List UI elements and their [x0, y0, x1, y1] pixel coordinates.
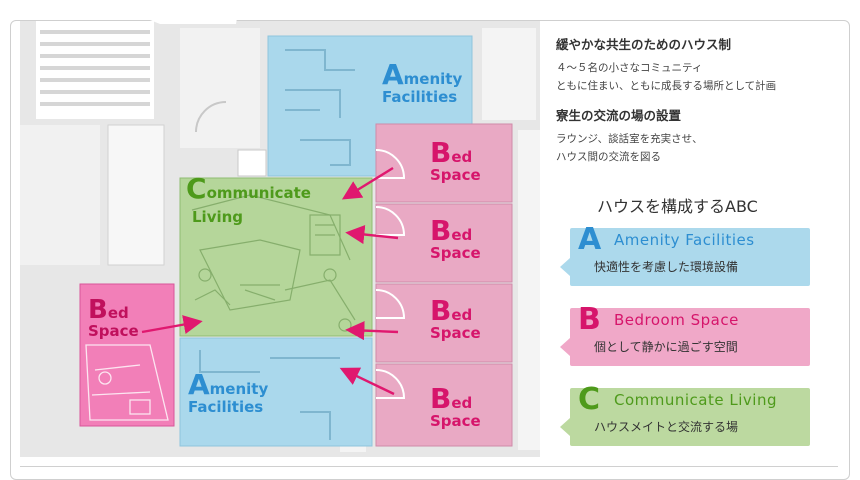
arrow-bed3 [345, 321, 399, 341]
section2-line1: ラウンジ、談話室を充実させ、 [556, 133, 703, 145]
zone-amenity-bottom [179, 337, 373, 447]
section1-line2: ともに住まい、ともに成長する場所として計画 [556, 80, 777, 92]
label-bed-4: Bed [430, 382, 472, 415]
abc-title: ハウスを構成するABC [597, 197, 758, 216]
flow-arrows [141, 166, 399, 396]
door-swing [195, 101, 227, 133]
right-column-top [482, 28, 536, 120]
card-bedroom: B Bedroom Space 個として静かに過ごす空間 [560, 302, 810, 366]
label-bed-1-line2: Space [430, 166, 481, 184]
card-notch [560, 418, 570, 436]
label-bed-left-line2: Space [88, 322, 139, 340]
bed-door-swings [375, 149, 406, 399]
card-name: Bedroom Space [614, 311, 739, 329]
bed-left-sketch [85, 344, 169, 421]
label-amenity-top: Amenity [382, 58, 462, 91]
label-communicate: Communicate [186, 172, 311, 205]
zone-bed-3 [375, 283, 513, 363]
label-bed-4-line2: Space [430, 412, 481, 430]
arrow-bed-left [141, 315, 203, 334]
card-amenity: A Amenity Facilities 快適性を考慮した環境設備 [560, 222, 810, 286]
card-notch [560, 338, 570, 356]
card-desc: ハウスメイトと交流する場 [594, 420, 739, 434]
label-bed-3-line2: Space [430, 324, 481, 342]
description-panel: 緩やかな共生のためのハウス制 ４～５名の小さなコミュニティ ともに住まい、ともに… [556, 34, 846, 166]
arrow-bed2 [345, 224, 399, 245]
small-column [237, 149, 267, 177]
card-letter: C [578, 382, 601, 417]
left-column [107, 124, 165, 266]
card-desc: 個として静かに過ごす空間 [594, 340, 738, 354]
card-letter: B [578, 302, 601, 337]
card-name: Amenity Facilities [614, 231, 755, 249]
label-bed-1: Bed [430, 136, 472, 169]
arrow-bed1 [341, 166, 394, 200]
card-communicate: C Communicate Living ハウスメイトと交流する場 [560, 382, 810, 446]
label-amenity-top-line2: Facilities [382, 88, 457, 106]
arrow-bed4 [339, 367, 395, 396]
amenity-bottom-partitions [199, 350, 340, 440]
label-amenity-bottom: Amenity [188, 368, 268, 401]
label-bed-2: Bed [430, 214, 472, 247]
label-bed-left: Bed [88, 295, 129, 325]
label-bed-3: Bed [430, 294, 472, 327]
amenity-top-partitions [285, 49, 355, 166]
column-block [180, 28, 260, 148]
roof-cutout [100, 0, 240, 24]
card-name: Communicate Living [614, 391, 777, 409]
section2-line2: ハウス間の交流を図る [556, 151, 661, 163]
lounge-sketch [191, 194, 356, 332]
zone-bed-4 [375, 363, 513, 447]
section1-heading: 緩やかな共生のためのハウス制 [556, 37, 732, 52]
bottom-divider [20, 466, 838, 467]
right-column [518, 130, 540, 450]
label-communicate-line2: Living [192, 208, 243, 226]
card-letter: A [578, 222, 602, 257]
section1-line1: ４～５名の小さなコミュニティ [556, 62, 703, 74]
label-bed-2-line2: Space [430, 244, 481, 262]
label-amenity-bottom-line2: Facilities [188, 398, 263, 416]
card-desc: 快適性を考慮した環境設備 [594, 260, 739, 274]
left-wall [20, 125, 100, 265]
stair-steps [40, 30, 150, 106]
section2-heading: 寮生の交流の場の設置 [556, 108, 682, 123]
zone-bed-left [79, 283, 175, 427]
card-notch [560, 258, 570, 276]
